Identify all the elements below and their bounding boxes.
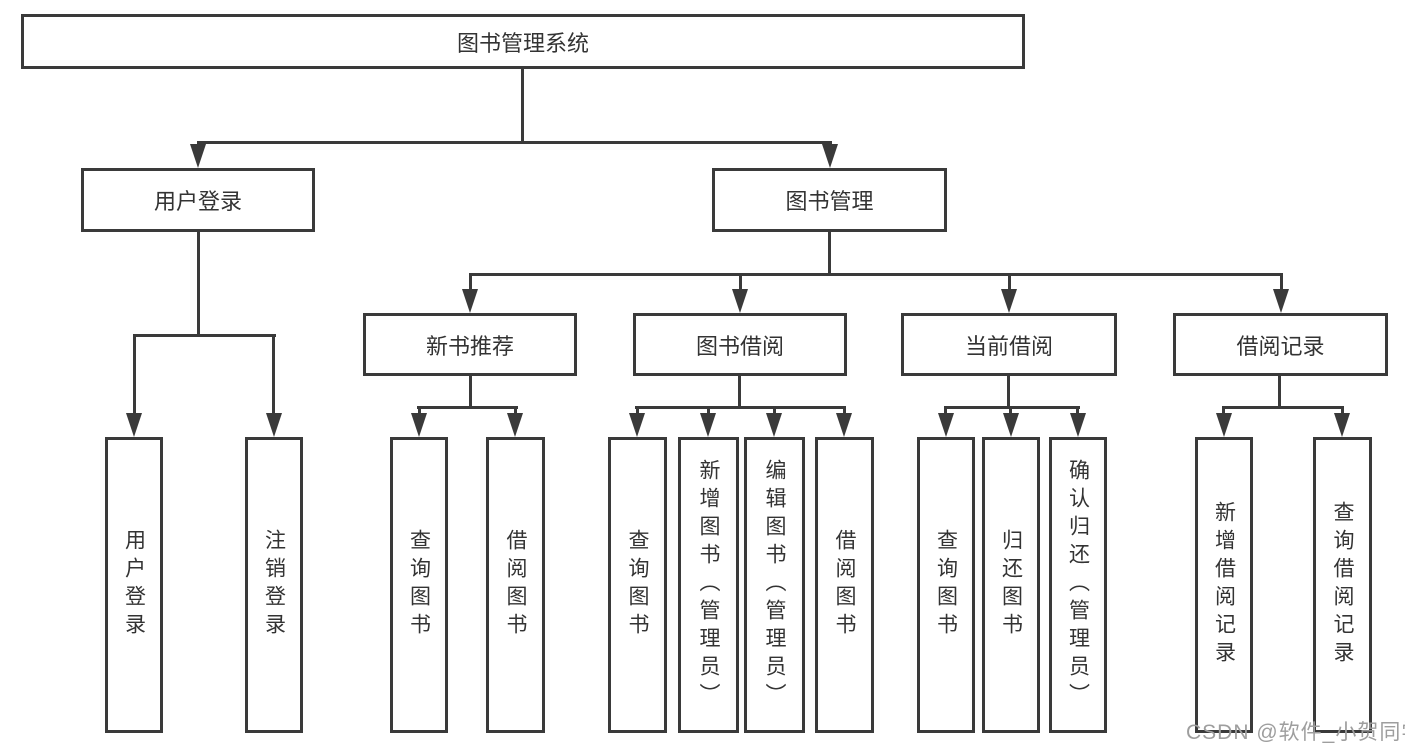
node-borrowing-records: 借阅记录 — [1173, 313, 1388, 376]
connector-line — [1341, 406, 1344, 418]
connector-line — [843, 406, 846, 418]
node-root: 图书管理系统 — [21, 14, 1025, 69]
arrowhead-icon — [766, 413, 782, 437]
connector-line — [1008, 273, 1011, 293]
node-borrow-query-books: 查询图书 — [608, 437, 667, 733]
connector-line — [707, 406, 710, 418]
node-current-query-books: 查询图书 — [917, 437, 975, 733]
node-current-confirm-return-admin-label: 确认归还（管理员） — [1066, 459, 1090, 711]
node-records-query-record-label: 查询借阅记录 — [1331, 501, 1354, 669]
connector-line — [418, 406, 421, 418]
node-current-borrowing-label: 当前借阅 — [964, 333, 1053, 359]
node-current-borrowing: 当前借阅 — [901, 313, 1117, 376]
node-records-query-record: 查询借阅记录 — [1313, 437, 1372, 733]
connector-line — [739, 273, 742, 293]
connector-line — [272, 334, 275, 416]
connector-line — [197, 141, 832, 144]
connector-line — [133, 334, 276, 337]
connector-line — [1076, 406, 1079, 418]
connector-line — [738, 376, 741, 408]
node-borrow-add-books-admin-label: 新增图书（管理员） — [697, 459, 720, 711]
arrowhead-icon — [1070, 413, 1086, 437]
arrowhead-icon — [836, 413, 852, 437]
arrowhead-icon — [938, 413, 954, 437]
connector-line — [469, 376, 472, 408]
connector-line — [469, 273, 1282, 276]
node-borrow-borrow-books: 借阅图书 — [815, 437, 874, 733]
node-current-query-books-label: 查询图书 — [934, 529, 958, 641]
node-root-label: 图书管理系统 — [456, 30, 589, 56]
arrowhead-icon — [1334, 413, 1350, 437]
node-book-borrowing: 图书借阅 — [633, 313, 847, 376]
arrowhead-icon — [266, 413, 282, 437]
connector-line — [944, 406, 947, 418]
connector-line — [1222, 406, 1225, 418]
arrowhead-icon — [1216, 413, 1232, 437]
node-records-add-record: 新增借阅记录 — [1195, 437, 1253, 733]
node-book-management-label: 图书管理 — [785, 189, 874, 214]
node-user-login-action: 用户登录 — [105, 437, 163, 733]
arrowhead-icon — [190, 144, 206, 168]
node-newrec-query-books: 查询图书 — [390, 437, 448, 733]
arrowhead-icon — [411, 413, 427, 437]
arrowhead-icon — [507, 413, 523, 437]
connector-line — [944, 406, 1080, 409]
node-book-management: 图书管理 — [712, 168, 947, 232]
connector-line — [828, 232, 831, 276]
connector-line — [636, 406, 639, 418]
node-user-login: 用户登录 — [81, 168, 315, 232]
connector-line — [1009, 406, 1012, 418]
connector-line — [417, 406, 518, 409]
arrowhead-icon — [822, 144, 838, 168]
node-logout-label: 注销登录 — [262, 529, 286, 641]
node-borrow-edit-books-admin-label: 编辑图书（管理员） — [763, 459, 786, 711]
arrowhead-icon — [1001, 289, 1017, 313]
node-newrec-query-books-label: 查询图书 — [407, 529, 431, 641]
connector-line — [1280, 273, 1283, 293]
node-logout: 注销登录 — [245, 437, 303, 733]
node-borrow-query-books-label: 查询图书 — [626, 529, 649, 641]
arrowhead-icon — [629, 413, 645, 437]
node-borrow-edit-books-admin: 编辑图书（管理员） — [744, 437, 805, 733]
arrowhead-icon — [732, 289, 748, 313]
node-new-book-recommend: 新书推荐 — [363, 313, 577, 376]
node-borrow-add-books-admin: 新增图书（管理员） — [678, 437, 739, 733]
connector-line — [197, 232, 200, 336]
connector-line — [514, 406, 517, 418]
connector-line — [469, 273, 472, 293]
node-borrow-borrow-books-label: 借阅图书 — [833, 529, 856, 641]
node-borrowing-records-label: 借阅记录 — [1236, 333, 1325, 359]
arrowhead-icon — [462, 289, 478, 313]
arrowhead-icon — [126, 413, 142, 437]
connector-line — [133, 334, 136, 416]
watermark: CSDN @软件_小贺同学 — [1186, 721, 1405, 744]
connector-line — [1222, 406, 1344, 409]
arrowhead-icon — [700, 413, 716, 437]
node-current-return-books: 归还图书 — [982, 437, 1040, 733]
connector-line — [773, 406, 776, 418]
node-newrec-borrow-books-label: 借阅图书 — [504, 529, 527, 641]
connector-line — [521, 69, 524, 144]
node-new-book-recommend-label: 新书推荐 — [425, 333, 514, 359]
connector-line — [1278, 376, 1281, 408]
node-newrec-borrow-books: 借阅图书 — [486, 437, 545, 733]
connector-line — [1007, 376, 1010, 408]
node-user-login-label: 用户登录 — [153, 189, 242, 214]
connector-line — [635, 406, 846, 409]
node-book-borrowing-label: 图书借阅 — [695, 333, 784, 359]
arrowhead-icon — [1273, 289, 1289, 313]
node-records-add-record-label: 新增借阅记录 — [1212, 501, 1236, 669]
arrowhead-icon — [1003, 413, 1019, 437]
node-current-return-books-label: 归还图书 — [999, 529, 1023, 641]
node-current-confirm-return-admin: 确认归还（管理员） — [1049, 437, 1107, 733]
node-user-login-action-label: 用户登录 — [122, 529, 146, 641]
